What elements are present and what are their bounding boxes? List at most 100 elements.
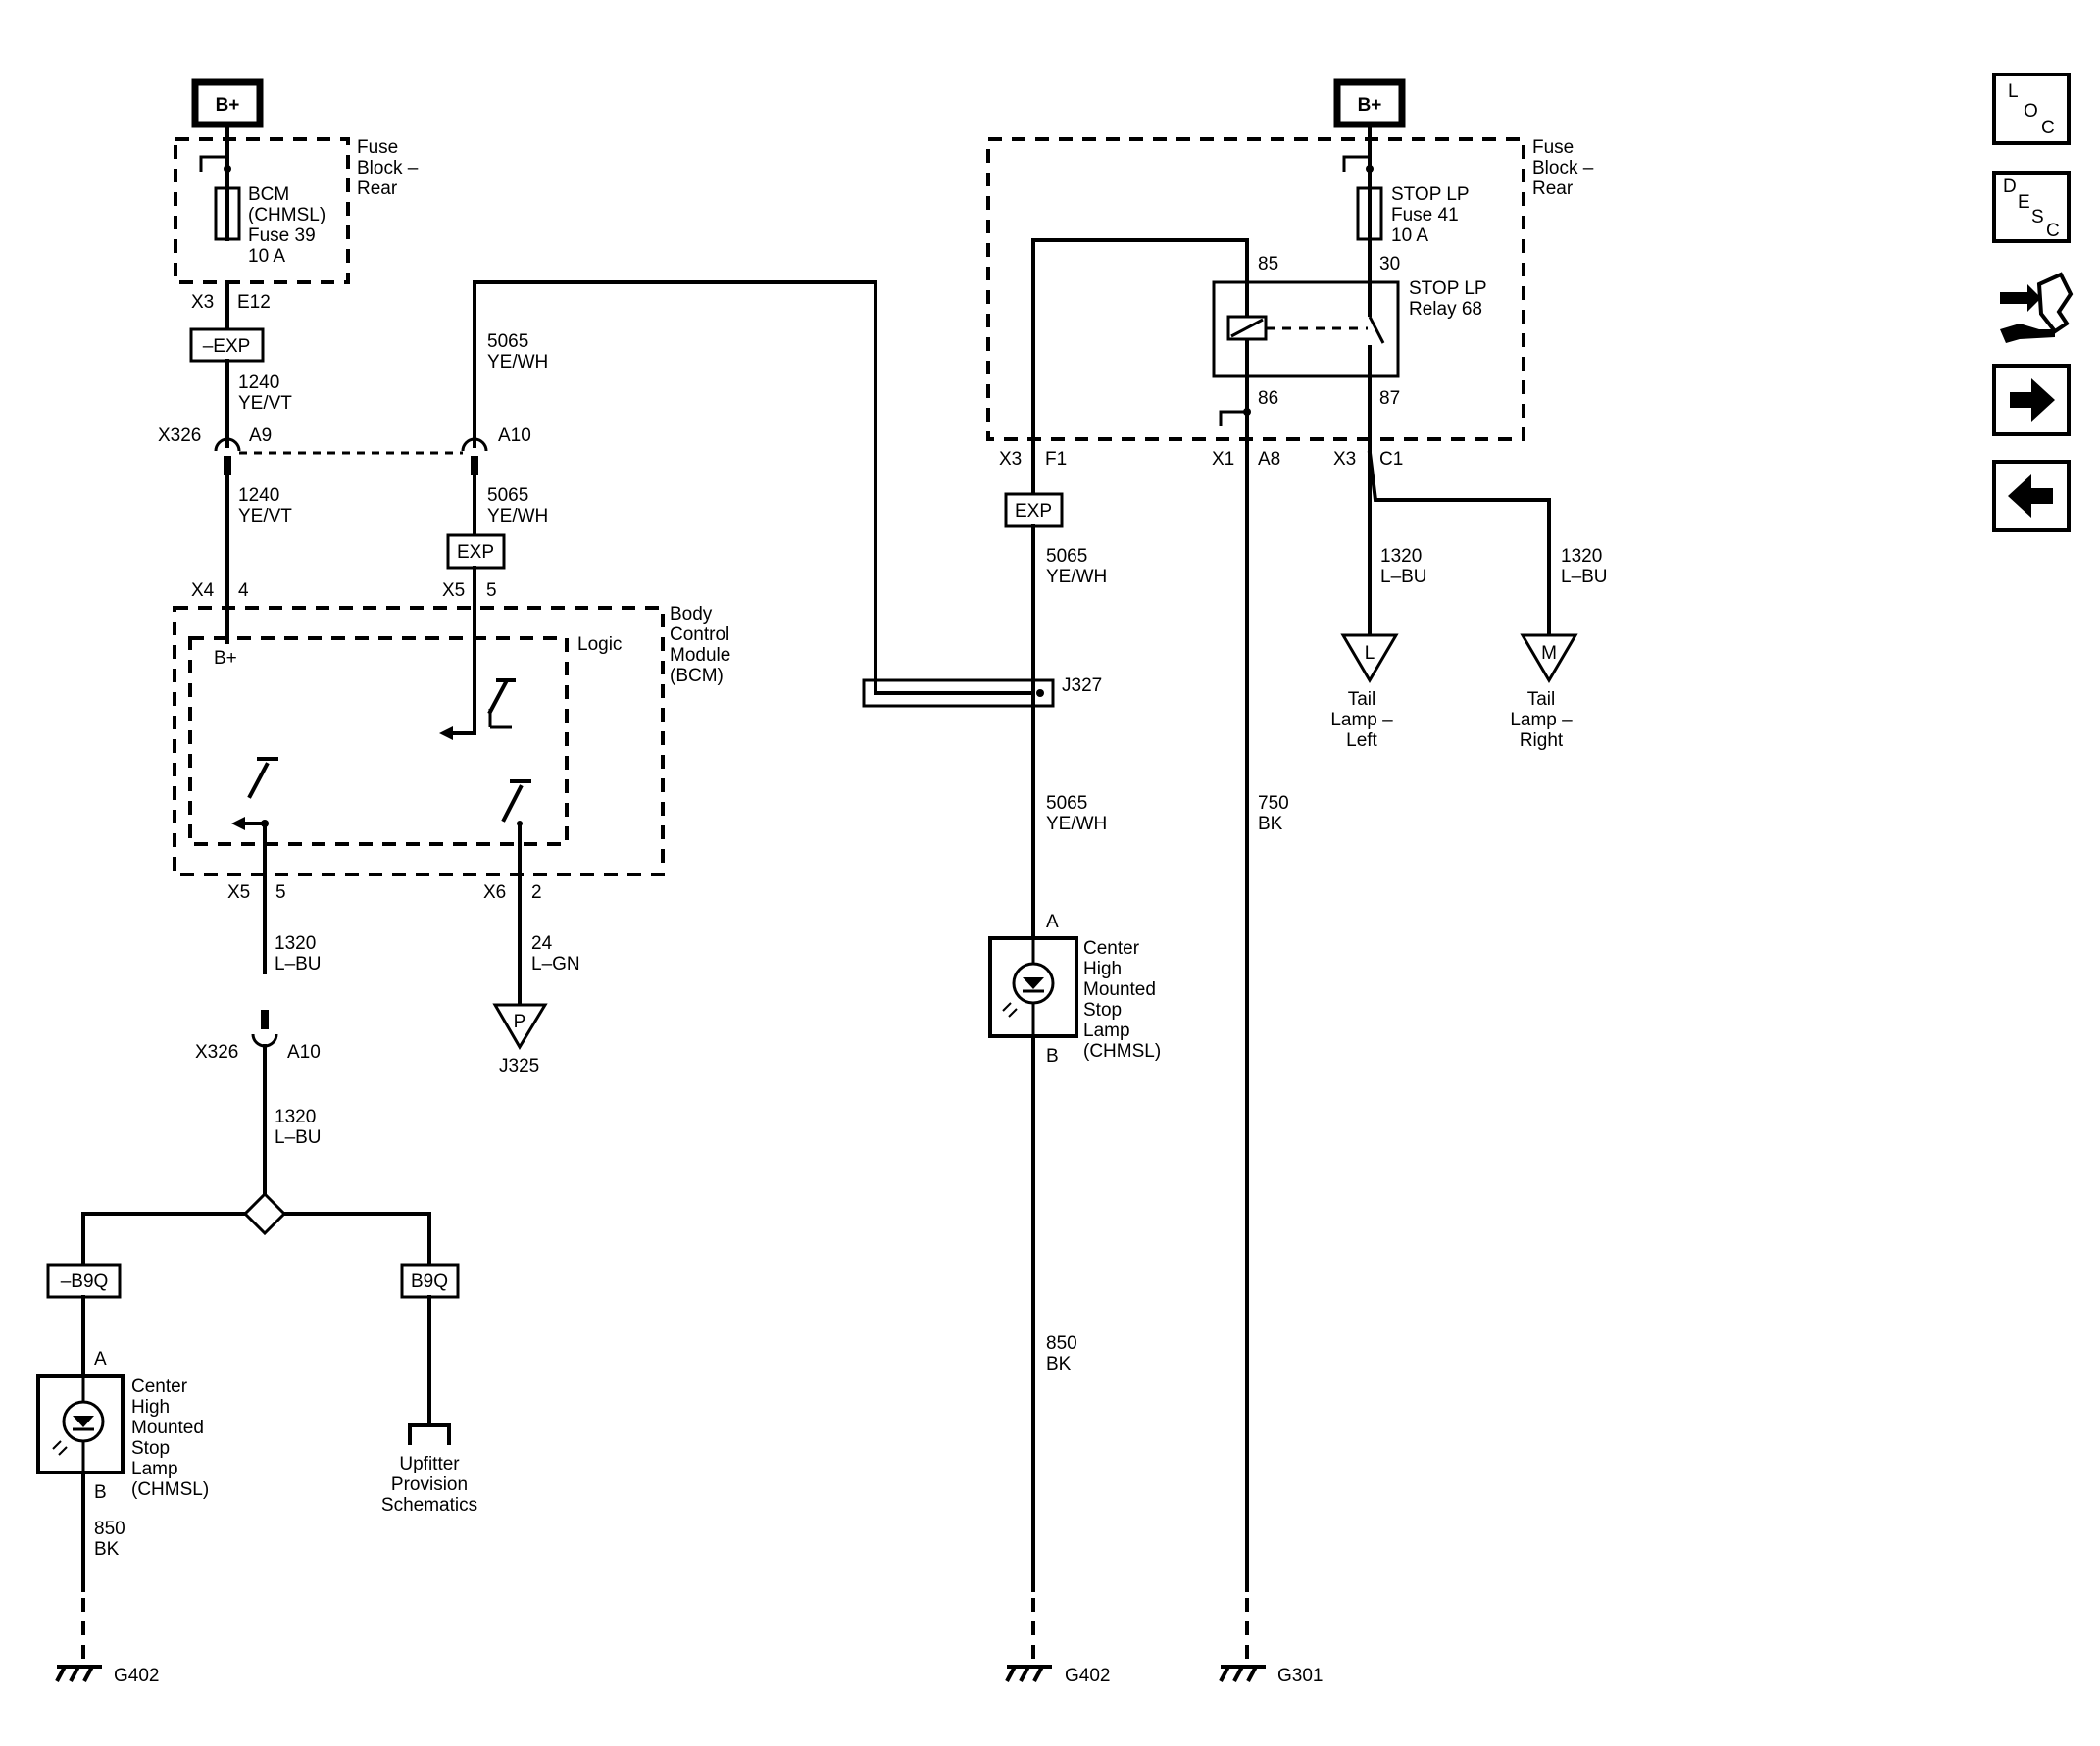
wire-1320-left-tail: 1320 L–BU (1380, 546, 1427, 587)
conn-x1: X1 (1212, 449, 1234, 470)
svg-text:Lamp –: Lamp – (1510, 710, 1573, 730)
wire-850-right: 850 BK (1046, 1333, 1077, 1374)
conn-x5: X5 (442, 580, 465, 601)
j325: J325 (499, 1056, 539, 1076)
right-lamp-pin-a: A (1046, 912, 1059, 932)
right-exp-tag: EXP (1004, 492, 1064, 528)
svg-text:Tail: Tail (1348, 689, 1376, 710)
wire-1240-a: 1240 YE/VT (238, 373, 292, 414)
ground-g301: G301 (1219, 1665, 1323, 1686)
ground-g402-right: G402 (1005, 1665, 1110, 1686)
svg-text:10 A: 10 A (248, 246, 285, 267)
svg-text:EXP: EXP (1015, 501, 1052, 522)
svg-text:Stop: Stop (131, 1438, 170, 1459)
svg-text:1320: 1320 (275, 933, 316, 954)
svg-text:Mounted: Mounted (1083, 979, 1156, 1000)
svg-text:YE/VT: YE/VT (238, 506, 292, 526)
svg-text:E: E (2018, 192, 2030, 213)
logic-label: Logic (577, 634, 622, 655)
svg-text:850: 850 (94, 1519, 125, 1539)
svg-text:M: M (1541, 643, 1557, 664)
svg-text:5065: 5065 (487, 485, 528, 506)
svg-text:High: High (131, 1397, 170, 1418)
svg-text:Stop: Stop (1083, 1000, 1122, 1021)
svg-text:Center: Center (131, 1376, 188, 1397)
left-lamp-label: Center High Mounted Stop Lamp (CHMSL) (131, 1376, 209, 1500)
j327-label: J327 (1062, 675, 1102, 696)
svg-text:S: S (2031, 207, 2044, 227)
svg-text:Fuse: Fuse (1532, 137, 1574, 158)
right-bplus-tag: B+ (1333, 78, 1406, 128)
pin-a9: A9 (249, 425, 272, 446)
right-lamp-pin-b: B (1046, 1046, 1059, 1067)
option-b9q: B9Q (400, 1263, 460, 1299)
right-fuse-block (986, 137, 1525, 441)
wire-24: 24 L–GN (531, 933, 580, 974)
svg-text:Body: Body (670, 604, 713, 624)
svg-text:BK: BK (1258, 814, 1283, 834)
bcm-module (173, 606, 665, 876)
pin-f1: F1 (1045, 449, 1067, 470)
svg-text:YE/WH: YE/WH (487, 506, 548, 526)
lamp-pin-b: B (94, 1482, 107, 1503)
pin-2: 2 (531, 882, 542, 903)
conn-x3b: X3 (1333, 449, 1356, 470)
tag-l: L (1340, 633, 1399, 683)
conn-x4: X4 (191, 580, 215, 601)
left-fuse-label: BCM (CHMSL) Fuse 39 10 A (248, 184, 325, 267)
relay-label: STOP LP Relay 68 (1409, 278, 1487, 320)
svg-text:O: O (2024, 101, 2038, 122)
svg-text:Rear: Rear (1532, 178, 1574, 199)
tail-lamp-left-label: Tail Lamp – Left (1330, 689, 1393, 751)
svg-text:D: D (2003, 176, 2017, 197)
pin-4: 4 (238, 580, 249, 601)
svg-text:Left: Left (1346, 730, 1377, 751)
option-neg-b9q: –B9Q (46, 1263, 122, 1299)
svg-text:–B9Q: –B9Q (61, 1272, 109, 1292)
svg-text:L–BU: L–BU (275, 1127, 322, 1148)
pin-5: 5 (486, 580, 497, 601)
tag-m: M (1520, 633, 1578, 683)
svg-text:Schematics: Schematics (381, 1495, 477, 1516)
arrow-right-icon[interactable] (1992, 364, 2071, 436)
loc-button[interactable]: L O C (1992, 73, 2071, 145)
desc-button[interactable]: D E S C (1992, 171, 2071, 243)
conn-x326: X326 (158, 425, 201, 446)
svg-text:G301: G301 (1277, 1666, 1323, 1686)
svg-text:YE/VT: YE/VT (238, 393, 292, 414)
conn-x3-right: X3 (999, 449, 1022, 470)
svg-text:1320: 1320 (1380, 546, 1422, 567)
svg-text:L–BU: L–BU (1561, 567, 1608, 587)
wire-5065-top: 5065 YE/WH (487, 331, 548, 373)
bcm-label: Body Control Module (BCM) (670, 604, 730, 686)
pin-85: 85 (1258, 254, 1278, 274)
svg-text:–EXP: –EXP (203, 336, 251, 357)
svg-text:1240: 1240 (238, 485, 279, 506)
svg-text:1240: 1240 (238, 373, 279, 393)
svg-text:B+: B+ (216, 95, 240, 116)
svg-text:5065: 5065 (1046, 546, 1087, 567)
svg-text:L: L (1365, 643, 1375, 664)
wire-1320-right-tail: 1320 L–BU (1561, 546, 1608, 587)
arrow-left-icon[interactable] (1992, 460, 2071, 532)
ground-g402-left: G402 (55, 1665, 159, 1686)
pin-5b: 5 (275, 882, 286, 903)
conn-x326b: X326 (195, 1042, 238, 1063)
wire-5065-mid: 5065 YE/WH (487, 485, 548, 526)
wire-5065-right-a: 5065 YE/WH (1046, 546, 1107, 587)
pin-a10b: A10 (287, 1042, 321, 1063)
left-exp-tag-2: EXP (446, 533, 506, 570)
left-fuse-block (174, 137, 350, 284)
svg-text:Tail: Tail (1527, 689, 1556, 710)
svg-text:Lamp –: Lamp – (1330, 710, 1393, 730)
svg-text:B+: B+ (1358, 95, 1382, 116)
svg-text:L–BU: L–BU (1380, 567, 1427, 587)
svg-text:G402: G402 (1065, 1666, 1110, 1686)
connector-end-view-icon[interactable] (2000, 272, 2074, 343)
conn-x6: X6 (483, 882, 506, 903)
svg-text:BCM: BCM (248, 184, 289, 205)
upfitter-label: Upfitter Provision Schematics (381, 1454, 477, 1516)
svg-text:24: 24 (531, 933, 553, 954)
svg-text:Relay 68: Relay 68 (1409, 299, 1482, 320)
